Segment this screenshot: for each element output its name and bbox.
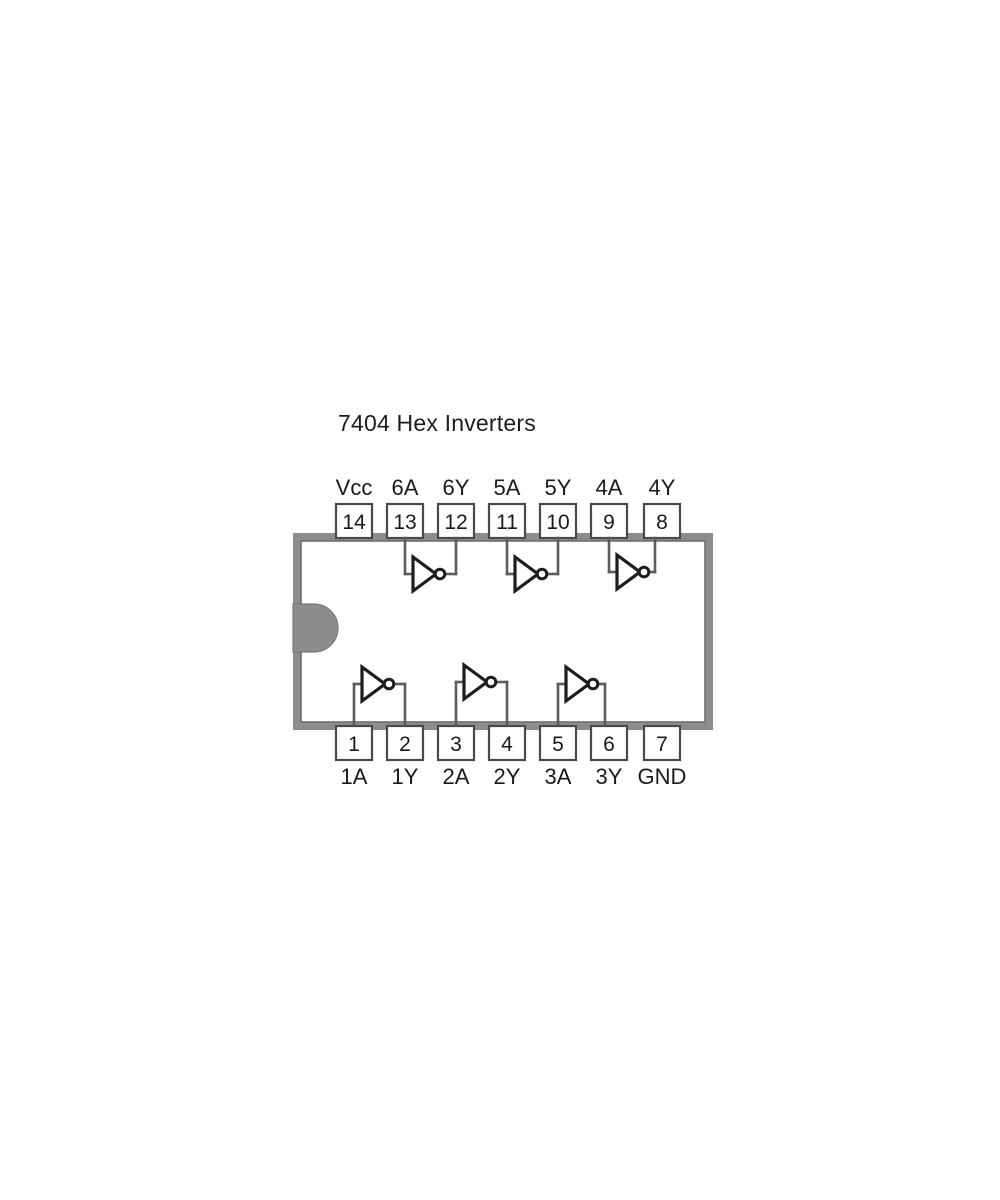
pin-3-signal-label: 2A [443,764,470,789]
pin-9[interactable]: 9 4A [589,475,629,540]
pin-4-box[interactable] [487,724,527,762]
pin-1-signal-label: 1A [341,764,368,789]
pin-6-signal-label: 3Y [596,764,623,789]
pin-5-box[interactable] [538,724,578,762]
gate-6-inverter [403,536,458,595]
pin-9-signal-label: 4A [596,475,623,500]
pin-9-box[interactable] [589,502,629,540]
pin-8-box[interactable] [642,502,682,540]
pin-14-number: 14 [342,511,366,534]
pin-7-signal-label: GND [638,764,687,789]
gate-4-triangle-icon [615,551,643,593]
top-pin-row: 14 Vcc 13 6A 12 6Y 11 5A 10 5Y [334,475,682,540]
gate-1-triangle-icon [360,663,388,705]
pin-6-box[interactable] [589,724,629,762]
pin-4-number: 4 [501,733,513,756]
pin-5-signal-label: 3A [545,764,572,789]
pin-14[interactable]: 14 Vcc [334,475,374,540]
pin-2-number: 2 [399,733,411,756]
gate-4-inversion-bubble-icon [637,565,651,579]
gate-2-triangle-icon [462,661,490,703]
pin-13-number: 13 [393,511,416,534]
pin-8-number: 8 [656,511,668,534]
gate-4-inverter [607,536,657,593]
pin-1[interactable]: 1 1A [334,724,374,789]
pin-13-box[interactable] [385,502,425,540]
pin-12-signal-label: 6Y [443,475,470,500]
pin-1-number: 1 [348,733,360,756]
pin-9-number: 9 [603,511,615,534]
gate-1-inverter [352,663,407,728]
pin-11-signal-label: 5A [494,475,521,500]
pin-5-number: 5 [552,733,564,756]
pin-2-signal-label: 1Y [392,764,419,789]
gate-5-inversion-bubble-icon [535,567,549,581]
pin-7-number: 7 [656,733,668,756]
pin-11[interactable]: 11 5A [487,475,527,540]
pin-13[interactable]: 13 6A [385,475,425,540]
gate-2-inverter [454,661,509,728]
pin-12[interactable]: 12 6Y [436,475,476,540]
gate-3-inversion-bubble-icon [586,677,600,691]
gate-1-inversion-bubble-icon [382,677,396,691]
pin-14-box[interactable] [334,502,374,540]
pin-10-number: 10 [546,511,569,534]
gate-3-inverter [556,663,607,728]
gate-3-triangle-icon [564,663,592,705]
gate-5-triangle-icon [513,553,541,595]
diagram-title: 7404 Hex Inverters [338,410,536,436]
bottom-pin-row: 1 1A 2 1Y 3 2A 4 2Y 5 3A [334,724,687,789]
pin-8[interactable]: 8 4Y [642,475,682,540]
pin-4-signal-label: 2Y [494,764,521,789]
pin-6-number: 6 [603,733,615,756]
pin-2[interactable]: 2 1Y [385,724,425,789]
pin-7-box[interactable] [642,724,682,762]
pin-12-number: 12 [444,511,467,534]
pin-5[interactable]: 5 3A [538,724,578,789]
pin-10-signal-label: 5Y [545,475,572,500]
pin-3-number: 3 [450,733,462,756]
pin-1-box[interactable] [334,724,374,762]
pin-10[interactable]: 10 5Y [538,475,578,540]
pin-2-box[interactable] [385,724,425,762]
pin-3-box[interactable] [436,724,476,762]
gate-5-inverter [505,536,560,595]
pin-13-signal-label: 6A [392,475,419,500]
pin-8-signal-label: 4Y [649,475,676,500]
pin-14-signal-label: Vcc [336,475,373,500]
gate-6-inversion-bubble-icon [433,567,447,581]
pin-7[interactable]: 7 GND [638,724,687,789]
pin-11-number: 11 [496,511,518,534]
gate-2-inversion-bubble-icon [484,675,498,689]
pin-3[interactable]: 3 2A [436,724,476,789]
chip-body [292,533,713,730]
orientation-notch-icon [292,603,339,653]
pin-6[interactable]: 6 3Y [589,724,629,789]
gate-6-triangle-icon [411,553,439,595]
pin-4[interactable]: 4 2Y [487,724,527,789]
